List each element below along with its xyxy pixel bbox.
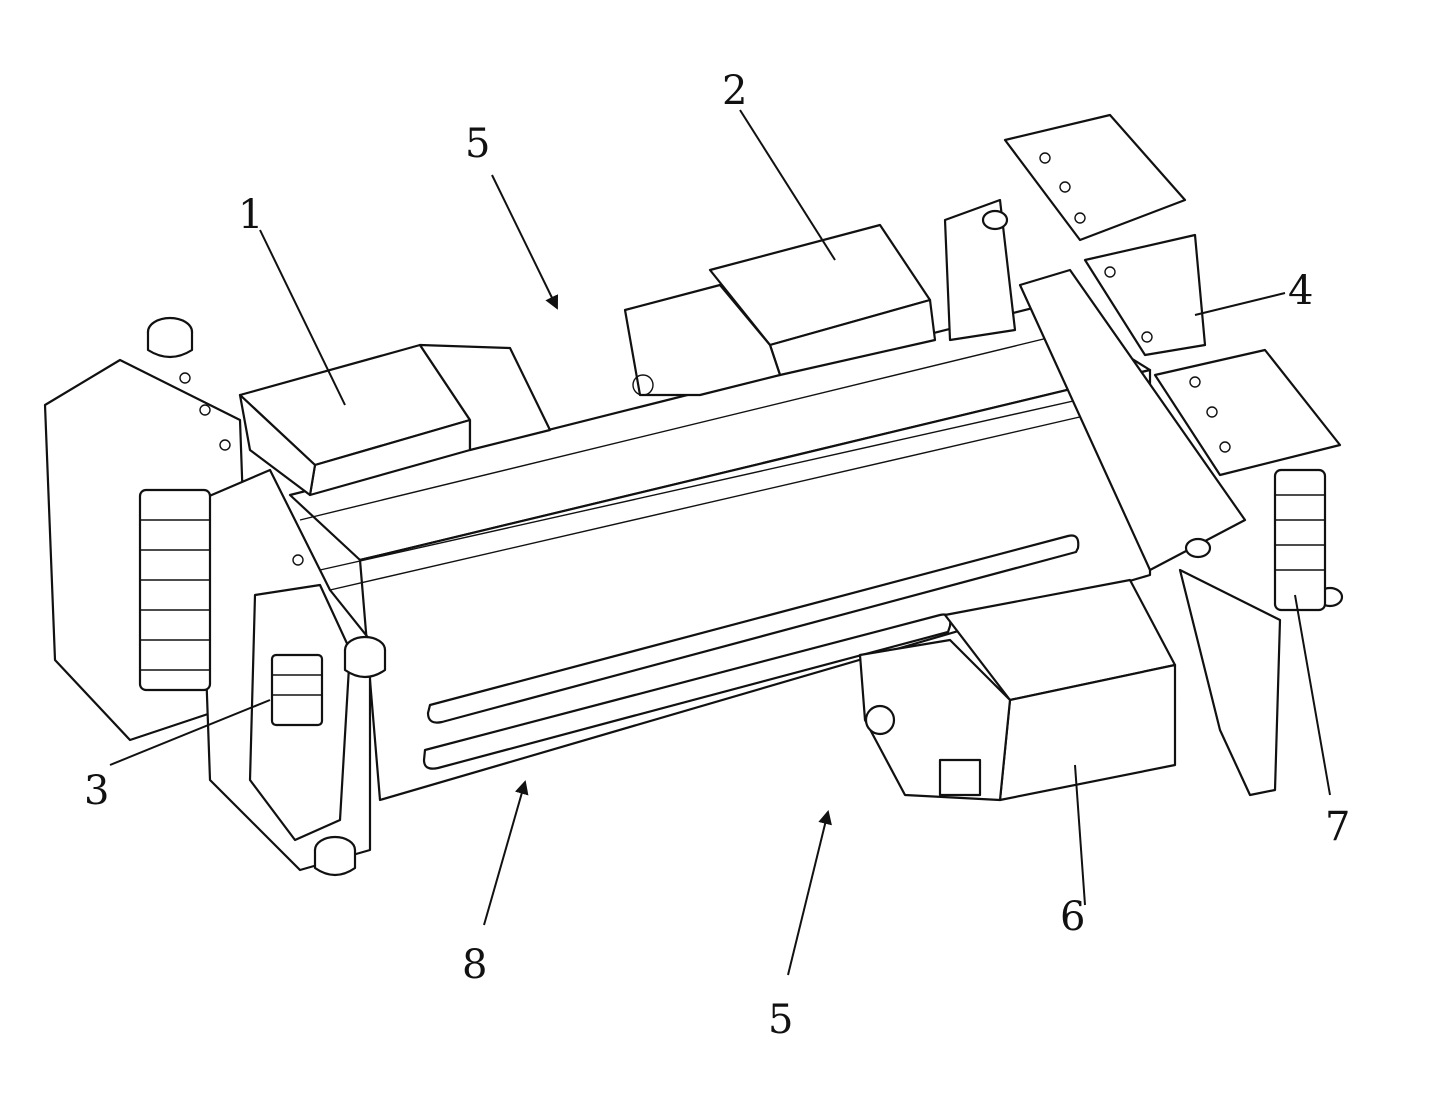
label-motor-2: 2	[722, 68, 747, 114]
right-gear-7	[1273, 468, 1327, 612]
leader-lines	[109, 109, 1331, 976]
label-arrow-5-bottom: 5	[768, 997, 793, 1043]
label-gear-3: 3	[84, 768, 109, 814]
motor-2	[623, 223, 937, 397]
bracket-4	[943, 113, 1344, 797]
label-motor-1: 1	[238, 192, 263, 238]
label-bracket-4: 4	[1288, 268, 1313, 314]
label-gear-7: 7	[1325, 804, 1350, 850]
left-end-assembly	[43, 316, 387, 877]
label-motor-6: 6	[1060, 894, 1085, 940]
label-slot-8: 8	[462, 942, 487, 988]
main-housing	[288, 303, 1152, 802]
motor-6	[858, 578, 1177, 802]
left-gear	[138, 488, 212, 692]
comb-teeth	[319, 394, 1111, 591]
label-arrow-5-top: 5	[465, 121, 490, 167]
reference-numerals: 1 2 3 4 5 5 6 7 8	[84, 68, 1350, 1043]
small-gear-3	[270, 653, 324, 727]
motor-1	[238, 343, 552, 497]
